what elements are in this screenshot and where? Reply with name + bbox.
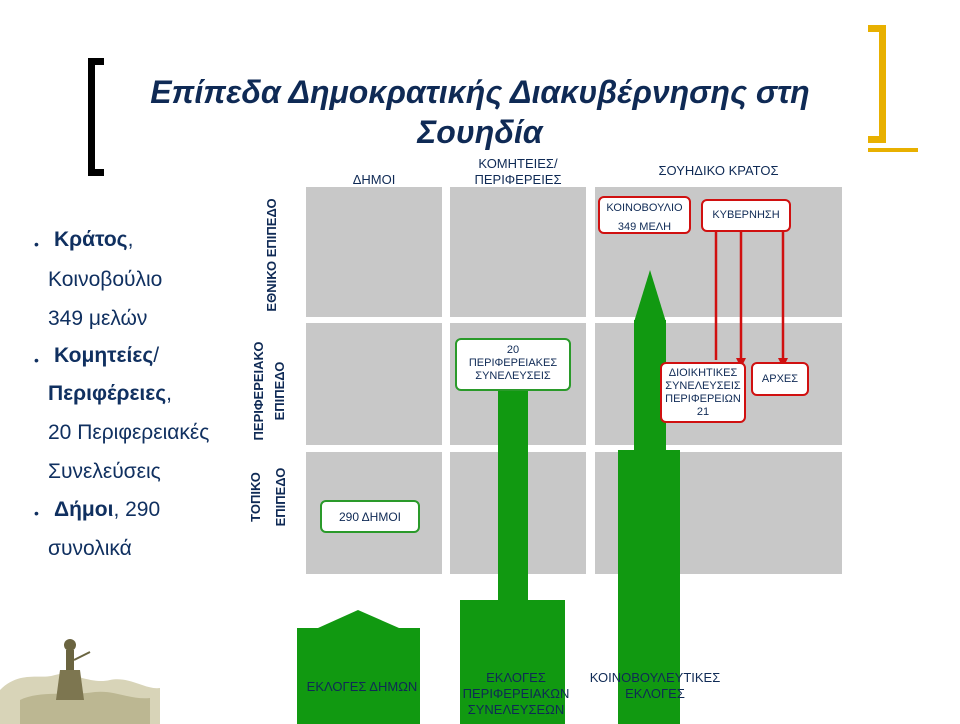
bullet-state-bold: Κράτος — [54, 228, 128, 251]
parliament-members: 349 ΜΕΛΗ — [617, 221, 672, 233]
arrow-municipal-head — [318, 610, 399, 628]
arrow-regional-shaft — [498, 390, 528, 600]
column-header-counties-line1: ΚΟΜΗΤΕΙΕΣ/ — [478, 156, 558, 171]
bullet-counties-bold: Κομητείες — [54, 344, 154, 367]
arrow-parliamentary-base — [618, 450, 680, 724]
left-bracket-decoration — [88, 58, 104, 176]
parliament-box: ΚΟΙΝΟΒΟΥΛΙΟ 349 ΜΕΛΗ — [598, 196, 691, 234]
parliament-label: ΚΟΙΝΟΒΟΥΛΙΟ — [606, 202, 683, 214]
bullet-regions: Περιφέρειες, — [48, 382, 172, 406]
statue-map-icon — [0, 639, 160, 724]
bullet-state-punct: , — [127, 228, 134, 251]
bullet-municipalities-bold: Δήμοι — [54, 498, 114, 521]
page-title: Επίπεδα Δημοκρατικής Διακυβέρνησης στη Σ… — [150, 74, 810, 150]
label-regional-elections-line1: ΕΚΛΟΓΕΣ — [486, 670, 546, 685]
bullet-regions-bold: Περιφέρειες — [48, 382, 167, 405]
regional-assemblies-box: 20 ΠΕΡΙΦΕΡΕΙΑΚΕΣ ΣΥΝΕΛΕΥΣΕΙΣ — [455, 338, 571, 391]
arrow-regional-base — [460, 600, 565, 724]
government-box: ΚΥΒΕΡΝΗΣΗ — [701, 199, 791, 232]
label-parliamentary-elections-line2: ΕΚΛΟΓΕΣ — [625, 686, 685, 701]
regional-assemblies-count: 20 — [506, 344, 520, 356]
column-header-state: ΣΟΥΗΔΙΚΟ ΚΡΑΤΟΣ — [658, 163, 779, 178]
bullet-regions-punct: , — [166, 382, 172, 405]
grid-cell — [306, 187, 442, 317]
bullet-dot: • — [34, 505, 39, 521]
authorities-box: ΑΡΧΕΣ — [751, 362, 809, 396]
regional-assemblies-line2: ΠΕΡΙΦΕΡΕΙΑΚΕΣ — [468, 357, 558, 369]
arrow-parliamentary-shaft — [634, 320, 666, 450]
bullet-municipalities-line1: συνολικά — [48, 537, 132, 560]
column-header-counties-line2: ΠΕΡΙΦΕΡΕΙΕΣ — [474, 172, 562, 187]
admin-boards-line3: ΠΕΡΙΦΕΡΕΙΩΝ — [665, 393, 741, 405]
regional-assemblies-line3: ΣΥΝΕΛΕΥΣΕΙΣ — [475, 370, 551, 382]
label-regional-elections: ΕΚΛΟΓΕΣ ΠΕΡΙΦΕΡΕΙΑΚΩΝ ΣΥΝΕΛΕΥΣΕΩΝ — [446, 670, 586, 718]
arrow-municipal-base — [297, 628, 420, 724]
bullet-counties-line2: Συνελεύσεις — [48, 460, 161, 483]
bullet-counties-line1: 20 Περιφερειακές — [48, 421, 210, 444]
arrow-parliamentary-head — [634, 270, 666, 322]
label-regional-elections-line2: ΠΕΡΙΦΕΡΕΙΑΚΩΝ — [462, 686, 570, 701]
label-parliamentary-elections: ΚΟΙΝΟΒΟΥΛΕΥΤΙΚΕΣ ΕΚΛΟΓΕΣ — [575, 670, 735, 702]
bullet-state: Κράτος, — [54, 228, 133, 252]
bullet-state-line1: Κοινοβούλιο — [48, 268, 163, 291]
admin-boards-line1: ΔΙΟΙΚΗΤΙΚΕΣ — [668, 367, 738, 379]
label-municipal-elections: ΕΚΛΟΓΕΣ ΔΗΜΩΝ — [306, 679, 418, 694]
municipalities-box: 290 ΔΗΜΟΙ — [320, 500, 420, 533]
bullet-dot: • — [34, 236, 39, 252]
bullet-counties: Κομητείες/ — [54, 344, 159, 368]
label-parliamentary-elections-line1: ΚΟΙΝΟΒΟΥΛΕΥΤΙΚΕΣ — [589, 670, 721, 685]
bullet-municipalities-rest: , 290 — [113, 498, 161, 521]
column-header-counties: ΚΟΜΗΤΕΙΕΣ/ ΠΕΡΙΦΕΡΕΙΕΣ — [450, 156, 586, 188]
admin-boards-line2: ΣΥΝΕΛΕΥΣΕΙΣ — [665, 380, 741, 392]
bullet-dot: • — [34, 352, 39, 368]
bullet-municipalities: Δήμοι, 290 — [54, 498, 160, 522]
bullet-counties-punct: / — [153, 344, 160, 367]
label-regional-elections-line3: ΣΥΝΕΛΕΥΣΕΩΝ — [467, 702, 565, 717]
bullet-state-line2: 349 μελών — [48, 307, 148, 330]
admin-boards-box: ΔΙΟΙΚΗΤΙΚΕΣ ΣΥΝΕΛΕΥΣΕΙΣ ΠΕΡΙΦΕΡΕΙΩΝ 21 — [660, 362, 746, 423]
grid-cell — [450, 187, 586, 317]
column-header-municipalities: ΔΗΜΟΙ — [352, 172, 396, 187]
gold-rule — [868, 148, 918, 152]
admin-boards-count: 21 — [696, 406, 710, 418]
grid-cell — [306, 323, 442, 445]
right-bracket-decoration — [868, 25, 886, 143]
